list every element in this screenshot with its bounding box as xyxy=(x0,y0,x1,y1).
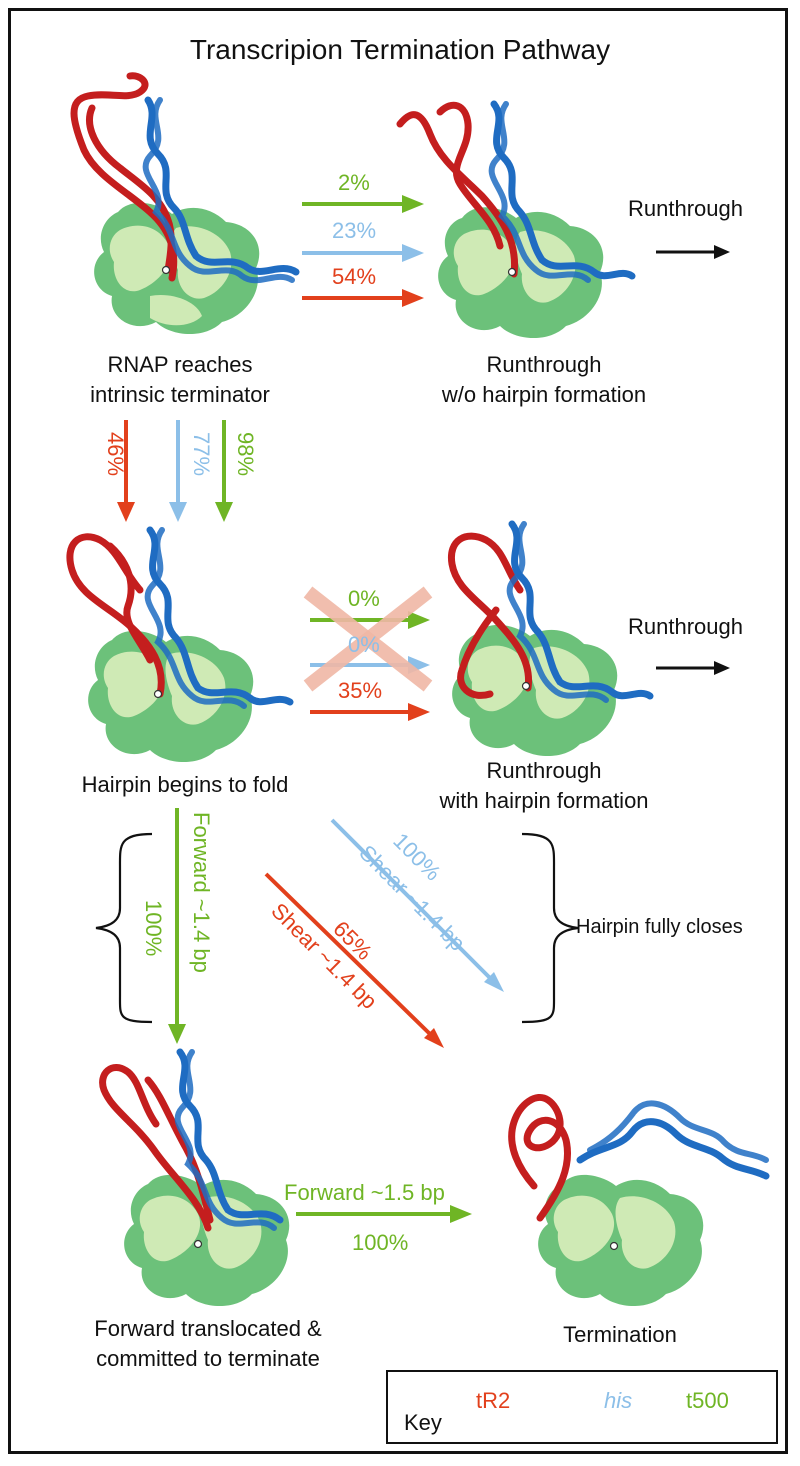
step3-t500-label: Forward ~1.4 bp xyxy=(189,812,214,973)
complex-5 xyxy=(99,1048,290,1307)
complex-2 xyxy=(396,100,636,339)
step1-his-pct: 23% xyxy=(332,218,377,243)
caption-termination: Termination xyxy=(563,1322,677,1347)
active-site-4 xyxy=(521,681,531,691)
rnap-lobe-1a xyxy=(109,225,171,292)
brace-left xyxy=(95,832,153,1024)
dna-helix-3 xyxy=(146,526,294,706)
arrow-down-t500 xyxy=(215,420,233,522)
step1-tR2-pct: 54% xyxy=(332,264,377,289)
dna-helix-4 xyxy=(508,520,654,700)
legend-title: Key xyxy=(404,1410,442,1435)
arrow-runthrough-1 xyxy=(656,245,730,259)
legend-label-t500: t500 xyxy=(686,1388,729,1413)
active-site-6 xyxy=(609,1241,619,1251)
rna-strand-4b xyxy=(457,606,500,699)
active-site-3 xyxy=(153,689,163,699)
dna-helix-6 xyxy=(576,1118,770,1180)
arrow-down-tR2 xyxy=(117,420,135,522)
arrow-step3-t500 xyxy=(168,808,186,1044)
arrow-down-his xyxy=(169,420,187,522)
rna-strand-6 xyxy=(508,1094,572,1222)
caption-runthrough-hairpin-line1: Runthrough xyxy=(486,758,602,783)
arrow-step3-tR2 xyxy=(264,872,444,1048)
caption-hairpin-begins: Hairpin begins to fold xyxy=(81,772,289,797)
complex-1 xyxy=(70,72,300,335)
dna-helix-5b xyxy=(174,1049,277,1231)
dna-helix-3b xyxy=(144,527,247,709)
rnap-lobe-3a xyxy=(103,651,165,718)
rnap-lobe-1c xyxy=(150,294,202,326)
caption-runthrough-nohairpin-line1: Runthrough xyxy=(486,352,602,377)
rna-strand-4 xyxy=(447,532,533,692)
down-t500-pct: 98% xyxy=(233,432,258,477)
active-site-1 xyxy=(161,265,171,275)
brace-right xyxy=(521,832,579,1024)
active-site-5 xyxy=(193,1239,203,1249)
rna-strand-1b xyxy=(86,104,175,274)
arrow-step1-his xyxy=(302,244,424,262)
rna-strand-5 xyxy=(99,1064,212,1232)
rnap-lobe-6b xyxy=(615,1196,676,1269)
dna-helix-6b xyxy=(587,1100,769,1163)
step2-t500-pct: 0% xyxy=(348,586,380,611)
blocked-cross xyxy=(303,586,433,692)
dna-helix-4b xyxy=(506,521,609,703)
figure-border xyxy=(8,8,788,1454)
legend-label-his: his xyxy=(604,1388,633,1413)
down-tR2-pct: 46% xyxy=(103,432,128,477)
dna-helix-1 xyxy=(144,96,300,276)
complex-3 xyxy=(66,526,294,763)
step4-pct: 100% xyxy=(352,1230,409,1255)
complex-4 xyxy=(447,520,654,757)
diagram-title: Transcripion Termination Pathway xyxy=(189,34,611,65)
arrow-runthrough-2 xyxy=(656,661,730,675)
step1-t500-pct: 2% xyxy=(338,170,370,195)
caption-rnap-line1: RNAP reaches xyxy=(107,352,253,377)
legend-label-tR2: tR2 xyxy=(476,1388,511,1413)
caption-rnap-line2: intrinsic terminator xyxy=(90,382,270,407)
complex-6 xyxy=(508,1094,770,1307)
active-site-2 xyxy=(507,267,517,277)
step3-t500-pct: 100% xyxy=(141,900,166,957)
down-his-pct: 77% xyxy=(189,432,214,477)
legend-box xyxy=(386,1370,778,1444)
dna-helix-5 xyxy=(176,1048,284,1224)
arrow-step1-tR2 xyxy=(302,289,424,307)
caption-runthrough-hairpin-line2: with hairpin formation xyxy=(439,788,649,813)
arrow-step2-tR2 xyxy=(310,703,430,721)
dna-helix-2b xyxy=(488,101,591,283)
caption-runthrough-nohairpin-line2: w/o hairpin formation xyxy=(441,382,647,407)
rnap-lobe-6a xyxy=(553,1195,615,1262)
rnap-lobe-5a xyxy=(139,1195,201,1262)
arrow-step3-his xyxy=(330,818,504,992)
dna-helix-2 xyxy=(490,100,636,280)
rna-strand-1 xyxy=(70,72,178,282)
runthrough-label-2: Runthrough xyxy=(628,614,743,639)
runthrough-label-1: Runthrough xyxy=(628,196,743,221)
rna-strand-3b xyxy=(106,542,154,664)
dna-helix-1b xyxy=(142,97,295,284)
arrow-step4-t500 xyxy=(296,1205,472,1223)
rna-strand-2b xyxy=(436,101,504,250)
step2-his-pct: 0% xyxy=(348,632,380,657)
step4-label: Forward ~1.5 bp xyxy=(284,1180,445,1205)
arrow-step1-t500 xyxy=(302,195,424,213)
caption-forward-line2: committed to terminate xyxy=(96,1346,320,1371)
caption-forward-line1: Forward translocated & xyxy=(94,1316,322,1341)
caption-hairpin-closes: Hairpin fully closes xyxy=(576,916,743,938)
step2-tR2-pct: 35% xyxy=(338,678,383,703)
